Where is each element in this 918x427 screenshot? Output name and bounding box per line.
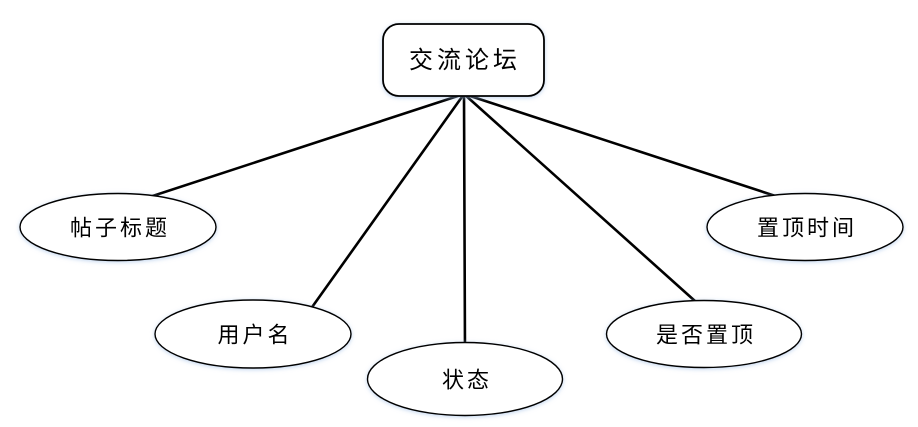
- entity-rect: [382, 23, 545, 97]
- attribute-ellipse: [154, 299, 352, 369]
- connector-line-username: [308, 92, 466, 312]
- attribute-label: 帖子标题: [70, 216, 170, 241]
- attribute-ellipse: [19, 192, 217, 262]
- attribute-node-status: 状态: [366, 341, 564, 417]
- attribute-label: 用户名: [217, 323, 292, 348]
- entity-label: 交流论坛: [409, 47, 521, 74]
- connector-line-is-pinned: [462, 92, 707, 312]
- attribute-label: 置顶时间: [757, 216, 857, 241]
- entity-node-forum: 交流论坛: [382, 23, 545, 97]
- connector-line-pin-time: [462, 92, 805, 207]
- connector-line-post-title: [123, 92, 466, 207]
- attribute-label: 状态: [442, 368, 492, 393]
- attribute-node-username: 用户名: [154, 299, 352, 369]
- connector-lines: [123, 92, 805, 357]
- attribute-label: 是否置顶: [656, 323, 756, 348]
- connector-line-status: [462, 92, 467, 357]
- attribute-ellipse: [366, 341, 564, 417]
- attribute-node-pin-time: 置顶时间: [706, 192, 904, 262]
- attribute-node-is-pinned: 是否置顶: [605, 299, 803, 369]
- attribute-node-post-title: 帖子标题: [19, 192, 217, 262]
- attribute-ellipse: [706, 192, 904, 262]
- attribute-ellipse: [605, 299, 803, 369]
